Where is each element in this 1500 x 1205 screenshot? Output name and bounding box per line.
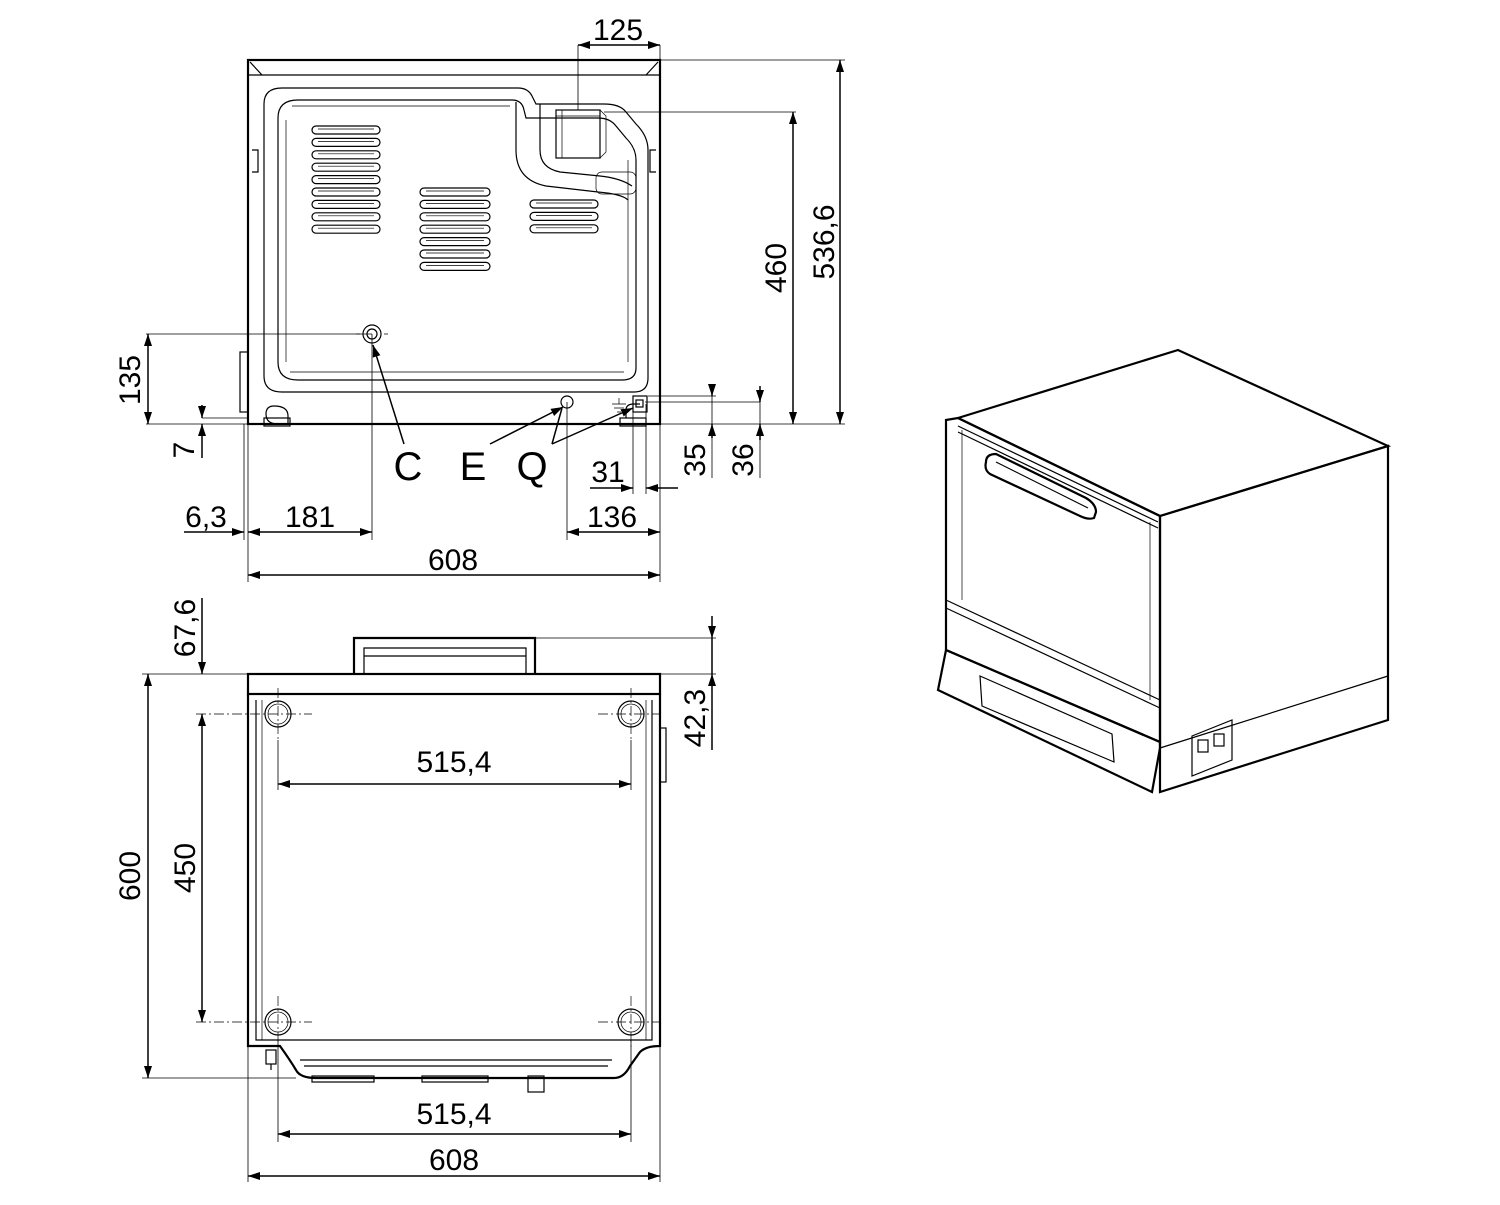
perspective-view bbox=[936, 348, 1392, 794]
vent-slots-right bbox=[529, 199, 599, 234]
vent-slot bbox=[529, 199, 599, 209]
door-front-edge bbox=[246, 672, 662, 696]
vent-slot bbox=[419, 261, 491, 271]
vent-slot bbox=[419, 224, 491, 234]
vent-slot bbox=[529, 211, 599, 221]
vent-slot bbox=[311, 212, 381, 222]
dim-overall-height: 536,6 bbox=[808, 204, 841, 279]
label-connection-c: C bbox=[394, 445, 423, 489]
bottom-view: 67,6 42,3 600 450 515,4 515,4 608 bbox=[114, 598, 716, 1182]
dim-connection-c-offset: 181 bbox=[285, 501, 335, 534]
dim-connection-e-height: 35 bbox=[679, 443, 712, 476]
label-connection-q: Q bbox=[516, 445, 547, 489]
dim-connection-q-height: 36 bbox=[727, 443, 760, 476]
dim-bottom-overall-width: 608 bbox=[429, 1144, 479, 1177]
vent-slot bbox=[419, 237, 491, 247]
vent-slot bbox=[311, 162, 381, 172]
dim-terminal-offset: 31 bbox=[591, 456, 624, 489]
rear-view: 125 460 536,6 135 7 6,3 181 136 31 35 36… bbox=[114, 14, 845, 582]
perspective-handle bbox=[984, 452, 1098, 520]
vent-slots-left bbox=[311, 125, 381, 234]
vent-slot bbox=[311, 199, 381, 209]
vent-slot bbox=[419, 249, 491, 259]
dim-feet-width-top: 515,4 bbox=[416, 746, 491, 779]
vent-slot bbox=[311, 150, 381, 160]
vent-slot bbox=[529, 224, 599, 234]
vent-slot bbox=[419, 187, 491, 197]
dim-handle-height: 42,3 bbox=[679, 689, 712, 747]
dim-feet-depth: 450 bbox=[169, 843, 202, 893]
door-face bbox=[944, 416, 1162, 744]
vent-slots-center bbox=[419, 187, 491, 271]
dim-overall-width: 608 bbox=[428, 544, 478, 577]
dim-side-offset: 6,3 bbox=[185, 501, 227, 534]
dim-handle-depth: 67,6 bbox=[169, 599, 202, 657]
vent-slot bbox=[311, 224, 381, 234]
door-handle bbox=[352, 636, 537, 674]
fan-outlet bbox=[555, 109, 601, 159]
vent-slot bbox=[311, 187, 381, 197]
side-face bbox=[1158, 444, 1390, 794]
base-outline bbox=[246, 694, 662, 1080]
cavity-panel bbox=[263, 87, 649, 393]
dim-connection-c-height: 135 bbox=[114, 355, 147, 405]
vent-slot bbox=[311, 125, 381, 135]
dim-cavity-height: 460 bbox=[760, 243, 793, 293]
vent-slot bbox=[311, 175, 381, 185]
dim-foot-height: 7 bbox=[168, 442, 201, 459]
vent-slot bbox=[419, 212, 491, 222]
socket-box bbox=[1191, 719, 1233, 777]
top-face bbox=[955, 348, 1392, 518]
vent-slot bbox=[311, 137, 381, 147]
dim-overall-depth: 600 bbox=[114, 851, 147, 901]
drawer-slot bbox=[979, 675, 1115, 763]
dim-connection-q-offset: 136 bbox=[587, 501, 637, 534]
label-connection-e: E bbox=[460, 445, 487, 489]
dim-top-offset: 125 bbox=[593, 14, 643, 47]
dim-feet-width-bottom: 515,4 bbox=[416, 1098, 491, 1131]
rear-panel-outline bbox=[246, 58, 662, 426]
vent-slot bbox=[419, 199, 491, 209]
